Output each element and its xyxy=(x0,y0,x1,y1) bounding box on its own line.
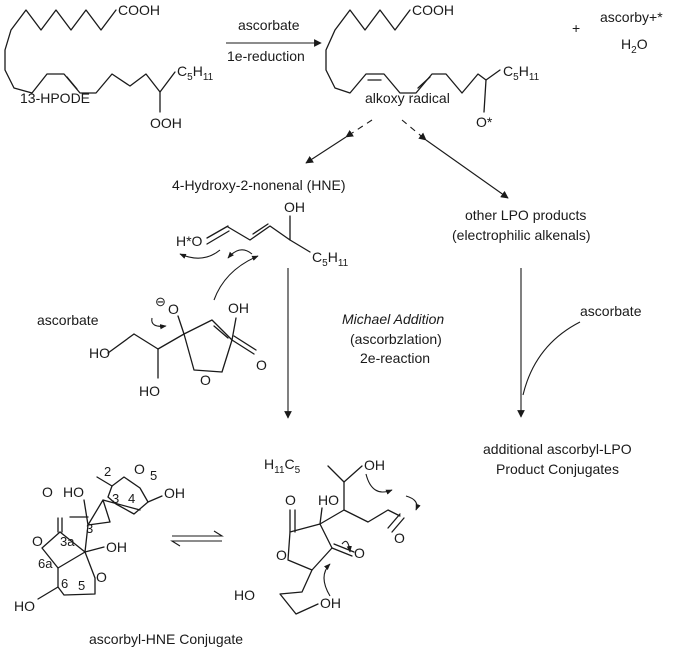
reduction-type: 1e-reduction xyxy=(227,48,305,64)
open-conjugate-structure: H11C5 OH O O HO O O HO OH xyxy=(234,456,421,615)
conj-ho-c3: HO xyxy=(63,484,84,500)
conj-num-3a: 3a xyxy=(60,534,75,549)
hpode-structure: COOH C5H11 OOH 13-HPODE xyxy=(4,2,214,131)
conj-num-5-lower: 5 xyxy=(78,578,85,593)
alkoxy-cooh: COOH xyxy=(412,2,454,18)
conj-lactone-o: O xyxy=(32,533,43,549)
ascorbate-ring-o: O xyxy=(200,372,211,388)
plus-sign: + xyxy=(572,20,580,36)
conj-num-6: 6 xyxy=(61,576,68,591)
michael-line3: 2e-reaction xyxy=(360,350,430,366)
alkoxy-radical-structure: COOH C5H11 O* alkoxy radical xyxy=(325,2,540,130)
hpode-label: 13-HPODE xyxy=(20,90,90,106)
open-oh-top: OH xyxy=(364,457,385,473)
open-oh-bottom: OH xyxy=(320,595,341,611)
conj-ho-c6: HO xyxy=(14,598,35,614)
hne-c5h11: C5H11 xyxy=(312,249,349,269)
right-ascorbate: ascorbate xyxy=(580,303,642,319)
open-carbonyl-o: O xyxy=(285,492,296,508)
michael-line1: Michael Addition xyxy=(342,311,444,327)
alkoxy-c5h11: C5H11 xyxy=(503,63,540,83)
hpode-ooh: OOH xyxy=(150,115,182,131)
conj-carbonyl-o: O xyxy=(42,484,53,500)
equilibrium-arrows xyxy=(170,530,224,547)
ascorbate-structure: O ⊖ OH HO HO O O xyxy=(89,255,267,399)
other-lpo-line1: other LPO products xyxy=(465,207,586,223)
conj-num-6a: 6a xyxy=(38,556,53,571)
alkoxy-label: alkoxy radical xyxy=(365,90,450,106)
right-ascorbate-curve xyxy=(522,321,581,396)
hne-structure: H*O OH C5H11 xyxy=(176,199,349,269)
additional-conjugates-line2: Product Conjugates xyxy=(496,461,619,477)
conj-num-5-upper: 5 xyxy=(150,468,157,483)
open-ho-bottom: HO xyxy=(234,587,255,603)
hne-label: 4-Hydroxy-2-nonenal (HNE) xyxy=(172,177,346,193)
hne-oh: OH xyxy=(284,199,305,215)
ascorbate-ho-chain: HO xyxy=(89,345,110,361)
conj-num-2: 2 xyxy=(104,464,111,479)
open-ho: HO xyxy=(318,492,339,508)
conj-num-3-ring: 3 xyxy=(86,521,93,536)
reduction-arrow: ascorbate 1e-reduction xyxy=(226,17,322,64)
ascorbate-negative-charge: ⊖ xyxy=(155,294,166,309)
conj-thf-o: O xyxy=(134,461,145,477)
open-ring-o: O xyxy=(276,547,287,563)
open-c5h11: H11C5 xyxy=(264,456,301,476)
conj-num-4: 4 xyxy=(128,491,135,506)
conj-furan-o: O xyxy=(96,569,107,585)
conj-num-3-upper: 3 xyxy=(112,491,119,506)
ascorbate-carbonyl-o: O xyxy=(256,357,267,373)
reduction-reagent: ascorbate xyxy=(238,17,300,33)
michael-line2: (ascorbzlation) xyxy=(350,331,442,347)
ascorbate-oh: OH xyxy=(228,300,249,316)
hpode-cooh: COOH xyxy=(118,2,160,18)
open-ketone-o: O xyxy=(354,545,365,561)
conjugate-label: ascorbyl-HNE Conjugate xyxy=(89,631,243,647)
hpode-c5h11: C5H11 xyxy=(177,63,214,83)
conj-oh-3a: OH xyxy=(106,539,127,555)
ascorbate-ho-lower: HO xyxy=(139,383,160,399)
bicyclic-conjugate-structure: O HO 2 3 4 5 O OH 3 3a O OH 6a 6 5 O HO … xyxy=(14,461,243,647)
open-aldehyde-o: O xyxy=(394,530,405,546)
ascorbate-label: ascorbate xyxy=(37,312,99,328)
byproducts: + ascorby+* H2O xyxy=(572,9,663,56)
water: H2O xyxy=(621,36,648,56)
other-lpo-branch: other LPO products (electrophilic alkena… xyxy=(452,207,642,477)
branch-arrows xyxy=(305,119,509,199)
alkoxy-o-radical: O* xyxy=(476,114,493,130)
michael-addition-label: Michael Addition (ascorbzlation) 2e-reac… xyxy=(342,311,444,366)
ascorbate-o-minus: O xyxy=(168,301,179,317)
ascorbyl-radical: ascorby+* xyxy=(600,9,663,25)
additional-conjugates-line1: additional ascorbyl-LPO xyxy=(483,441,632,457)
hne-h-radical: H*O xyxy=(176,233,203,249)
other-lpo-line2: (electrophilic alkenals) xyxy=(452,227,591,243)
conj-oh-c5: OH xyxy=(164,485,185,501)
